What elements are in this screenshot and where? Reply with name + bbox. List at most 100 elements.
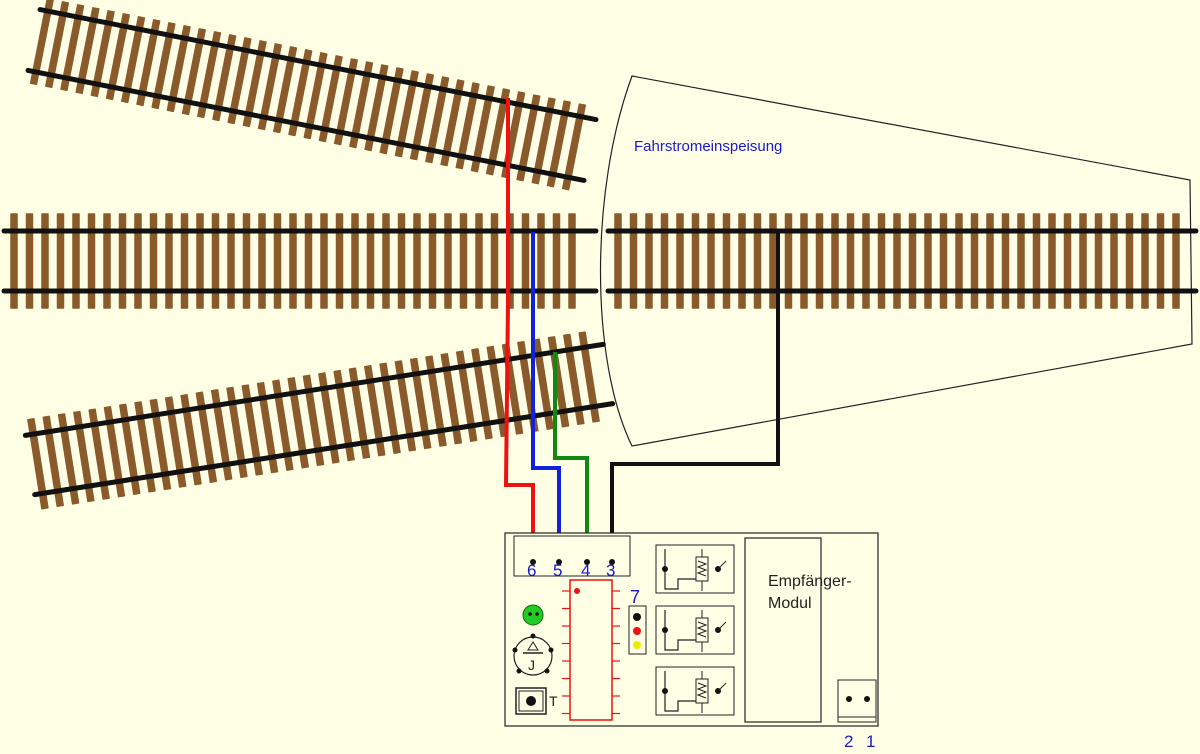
sleeper	[444, 213, 452, 309]
lower-diverging-track	[22, 331, 616, 510]
sleeper	[349, 61, 374, 149]
sleeper	[691, 213, 700, 309]
sleeper	[256, 381, 279, 474]
sleeper	[10, 213, 18, 309]
sleeper	[379, 67, 404, 155]
sleeper	[546, 100, 571, 188]
sleeper	[877, 213, 886, 309]
relay-coil-winding	[696, 682, 708, 699]
sleeper	[1156, 213, 1165, 309]
sleeper	[614, 213, 622, 309]
sleeper	[459, 213, 468, 309]
main-track-left	[1, 213, 599, 309]
ic-pin1-marker	[574, 588, 580, 594]
sleeper	[364, 365, 386, 457]
sleeper	[397, 213, 406, 309]
sleeper	[364, 64, 389, 152]
sleeper	[366, 213, 375, 309]
sleeper	[1048, 213, 1056, 309]
sleeper	[394, 70, 419, 158]
sleeper	[955, 213, 963, 309]
jumper-pin-left	[512, 647, 518, 653]
green-led-pin-a	[528, 612, 532, 616]
sleeper	[722, 213, 731, 309]
sleeper	[769, 213, 777, 309]
sleeper	[103, 406, 126, 498]
sleeper	[521, 213, 530, 309]
sleeper	[379, 362, 401, 454]
sleeper	[660, 213, 669, 309]
sleeper	[45, 1, 70, 89]
sleeper	[568, 213, 576, 309]
sleeper	[676, 213, 684, 309]
relay-contact-dot	[662, 688, 668, 694]
jumper-pin-bottom-right	[544, 668, 550, 674]
sleeper	[440, 353, 463, 445]
sleeper	[382, 213, 390, 309]
led-terminal-7-label: 7	[630, 587, 641, 607]
sleeper	[986, 213, 994, 309]
sleeper	[333, 58, 358, 146]
sleeper	[784, 213, 793, 309]
sleeper	[815, 213, 824, 309]
sleeper	[105, 13, 130, 101]
sleeper	[288, 49, 313, 137]
sleeper	[257, 43, 282, 131]
sleeper	[738, 213, 746, 309]
sleeper	[846, 213, 855, 309]
sleeper	[428, 213, 437, 309]
sleeper	[1017, 213, 1025, 309]
terminal-3-screw	[609, 559, 615, 565]
wire-red-terminal-6	[503, 98, 535, 562]
sleeper	[273, 46, 298, 134]
sleeper	[348, 367, 371, 459]
sleeper	[1110, 213, 1118, 309]
sleeper	[490, 213, 499, 309]
sleeper	[924, 213, 932, 309]
sleeper	[42, 415, 64, 508]
green-led	[522, 604, 544, 626]
terminal-6-label: 6	[527, 561, 537, 580]
jumper-pin-right	[548, 647, 554, 653]
sleeper	[242, 40, 267, 128]
sleeper	[164, 396, 187, 488]
sleeper	[578, 331, 600, 423]
sleeper	[1125, 213, 1134, 309]
sleeper	[165, 213, 173, 309]
sleeper	[455, 82, 480, 170]
sleeper	[831, 213, 839, 309]
connector-pin-2	[846, 696, 852, 702]
sleeper	[103, 213, 111, 309]
sleeper	[226, 386, 248, 479]
relay-switch-arm	[717, 682, 727, 692]
sleeper	[335, 213, 344, 309]
sleeper	[180, 393, 202, 486]
sleeper	[394, 360, 417, 452]
sleeper	[27, 418, 49, 510]
sleeper	[318, 372, 340, 464]
terminal-5-screw	[556, 559, 562, 565]
sleeper	[149, 398, 172, 491]
sleeper	[273, 213, 282, 309]
sleeper	[119, 403, 141, 495]
sleeper	[197, 31, 222, 119]
sleeper	[166, 25, 191, 113]
relay-coil-winding	[696, 621, 708, 638]
jumper-pin-bottom-left	[516, 668, 522, 674]
sleeper	[409, 357, 432, 450]
sleeper	[118, 213, 127, 309]
rail	[32, 401, 616, 498]
sleeper	[289, 213, 297, 309]
sleeper	[800, 213, 808, 309]
sleeper	[645, 213, 653, 309]
sleeper	[475, 213, 483, 309]
sleeper	[151, 22, 176, 110]
sleeper	[537, 213, 545, 309]
sleeper	[552, 213, 561, 309]
led-black	[633, 613, 641, 621]
feed-zone-label: Fahrstromeinspeisung	[634, 138, 783, 155]
sleeper	[939, 213, 948, 309]
sleeper	[908, 213, 917, 309]
jumper-pin-top	[530, 633, 536, 639]
sleeper	[455, 350, 478, 442]
